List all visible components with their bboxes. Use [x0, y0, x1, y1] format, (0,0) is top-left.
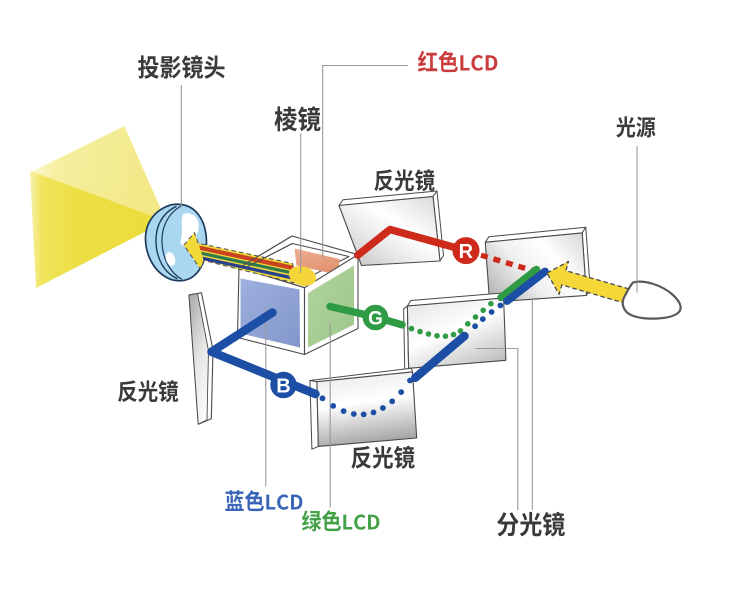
svg-text:R: R [459, 241, 474, 263]
svg-text:G: G [368, 309, 383, 330]
svg-text:B: B [276, 375, 290, 397]
